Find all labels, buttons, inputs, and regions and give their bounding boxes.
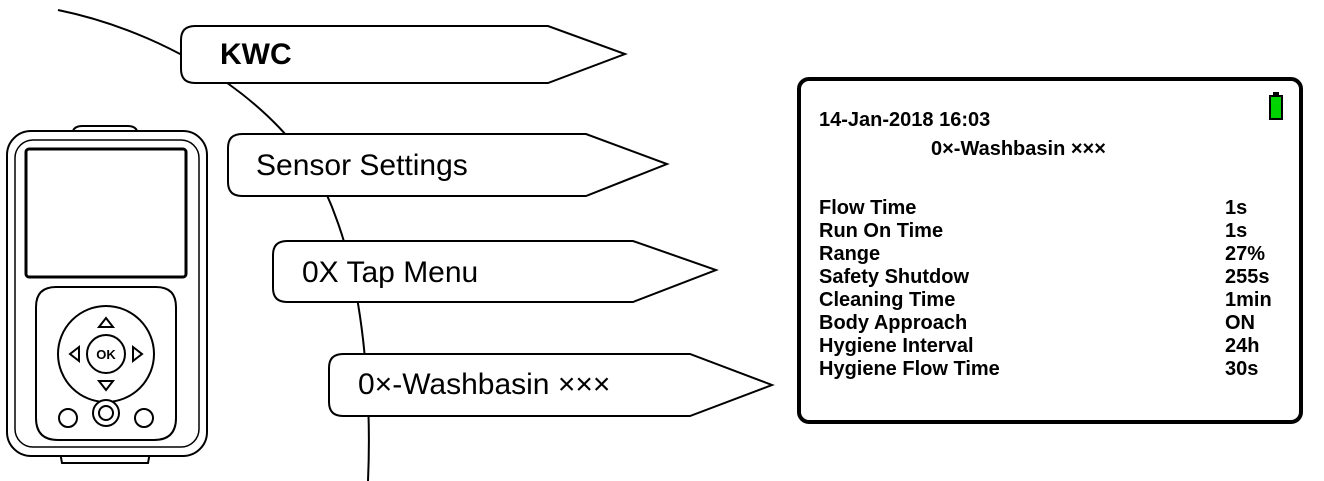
- settings-row[interactable]: Run On Time 1s: [819, 220, 1289, 243]
- settings-row[interactable]: Range 27%: [819, 243, 1289, 266]
- menu-label-washbasin: 0×-Washbasin ×××: [358, 368, 611, 401]
- device-left-button-icon: [68, 344, 80, 364]
- setting-label: Safety Shutdow: [819, 266, 970, 288]
- setting-value: 1min: [1225, 289, 1272, 311]
- setting-label: Hygiene Interval: [819, 335, 974, 357]
- battery-icon: [1269, 92, 1283, 120]
- settings-row[interactable]: Cleaning Time 1min: [819, 289, 1289, 312]
- setting-value: 30s: [1225, 358, 1259, 380]
- settings-row[interactable]: Flow Time 1s: [819, 197, 1289, 220]
- setting-label: Cleaning Time: [819, 289, 956, 311]
- device-right-button-icon: [132, 344, 144, 364]
- device-left-soft-button: [58, 408, 78, 428]
- settings-row[interactable]: Body Approach ON: [819, 312, 1289, 335]
- settings-list: Flow Time 1s Run On Time 1s Range 27% Sa…: [819, 197, 1289, 381]
- screen-datetime: 14-Jan-2018 16:03: [819, 109, 991, 131]
- menu-arrow-sensor-settings[interactable]: [227, 133, 670, 197]
- setting-value: ON: [1225, 312, 1255, 334]
- settings-row[interactable]: Safety Shutdow 255s: [819, 266, 1289, 289]
- menu-arrow-tap-menu[interactable]: [272, 240, 719, 303]
- setting-label: Hygiene Flow Time: [819, 358, 1000, 380]
- setting-value: 1s: [1225, 197, 1248, 219]
- menu-label-kwc: KWC: [220, 38, 292, 71]
- handheld-device: [6, 125, 208, 464]
- setting-label: Run On Time: [819, 220, 944, 242]
- device-down-button-icon: [96, 380, 116, 392]
- device-ok-button: [86, 334, 126, 374]
- menu-arrow-washbasin[interactable]: [328, 353, 775, 417]
- setting-value: 1s: [1225, 220, 1248, 242]
- device-ok-label: OK: [96, 347, 116, 362]
- settings-row[interactable]: Hygiene Flow Time 30s: [819, 358, 1289, 381]
- device-right-soft-button: [134, 408, 154, 428]
- device-up-button-icon: [96, 316, 116, 328]
- screen-display: 14-Jan-2018 16:03 0×-Washbasin ××× Flow …: [797, 77, 1303, 424]
- screen-title: 0×-Washbasin ×××: [931, 138, 1106, 160]
- menu-arrow-kwc[interactable]: [180, 25, 628, 84]
- setting-label: Range: [819, 243, 881, 265]
- menu-label-tap-menu: 0X Tap Menu: [302, 256, 479, 289]
- setting-value: 27%: [1225, 243, 1266, 265]
- setting-value: 24h: [1225, 335, 1260, 357]
- setting-value: 255s: [1225, 266, 1270, 288]
- device-screen: [24, 147, 188, 279]
- settings-row[interactable]: Hygiene Interval 24h: [819, 335, 1289, 358]
- setting-label: Flow Time: [819, 197, 917, 219]
- setting-label: Body Approach: [819, 312, 968, 334]
- menu-label-sensor-settings: Sensor Settings: [256, 149, 468, 182]
